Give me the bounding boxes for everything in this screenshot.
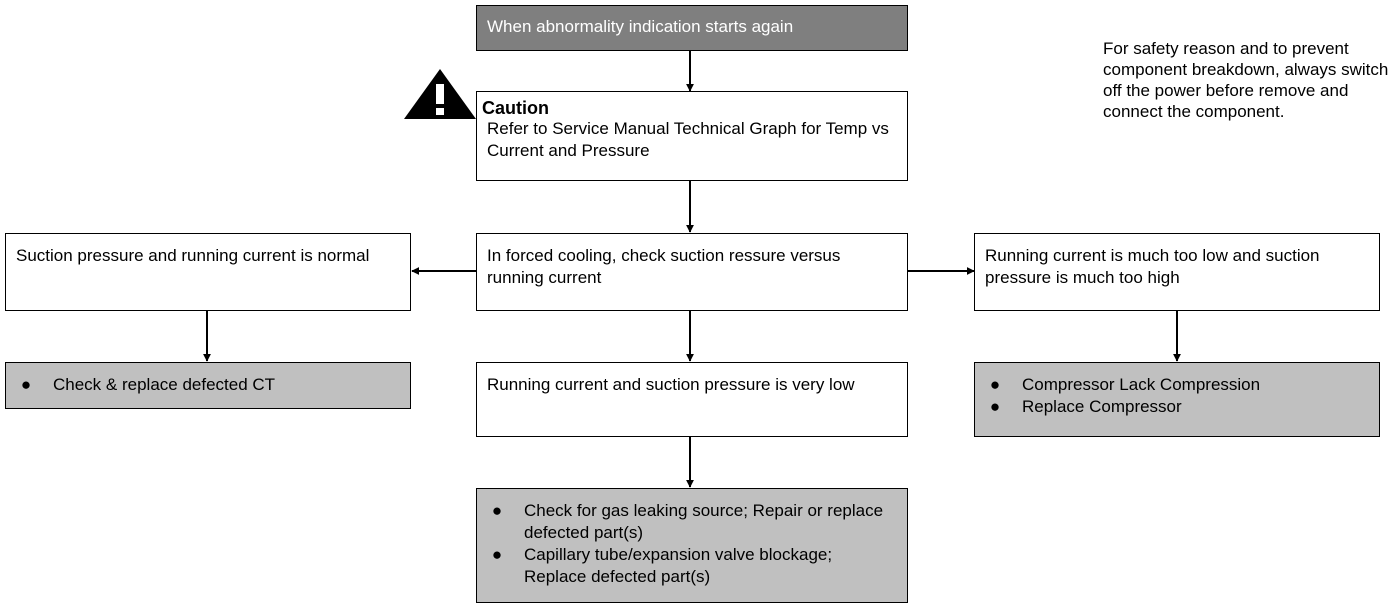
- high-pressure-node-text: Running current is much too low and suct…: [985, 246, 1320, 287]
- low-pressure-node-text: Running current and suction pressure is …: [487, 375, 855, 394]
- high-pressure-node: Running current is much too low and suct…: [974, 233, 1380, 311]
- refer-node-text: Refer to Service Manual Technical Graph …: [487, 119, 889, 160]
- bullet-icon: ●: [20, 375, 32, 394]
- list-item: ●Check & replace defected CT: [20, 375, 276, 394]
- list-item: ●Capillary tube/expansion valve blockage…: [491, 545, 833, 586]
- warning-triangle-icon: [404, 69, 476, 119]
- caution-label: Caution: [482, 98, 549, 118]
- start-node: When abnormality indication starts again: [476, 5, 908, 51]
- start-node-label: When abnormality indication starts again: [487, 17, 794, 36]
- check-node-text: In forced cooling, check suction ressure…: [487, 246, 841, 287]
- list-item: ●Compressor Lack Compression: [989, 375, 1261, 394]
- bullet-icon: ●: [989, 375, 1001, 394]
- bullet-icon: ●: [989, 397, 1001, 416]
- low-pressure-node: Running current and suction pressure is …: [476, 362, 908, 437]
- normal-node: Suction pressure and running current is …: [5, 233, 411, 311]
- result-ct-node: ●Check & replace defected CT: [5, 362, 411, 409]
- result-gas-node: ●Check for gas leaking source; Repair or…: [476, 488, 908, 603]
- check-node: In forced cooling, check suction ressure…: [476, 233, 908, 311]
- list-item: ●Replace Compressor: [989, 397, 1182, 416]
- normal-node-text: Suction pressure and running current is …: [16, 246, 370, 265]
- refer-node: Refer to Service Manual Technical Graph …: [476, 91, 908, 181]
- result-compressor-node: ●Compressor Lack Compression ●Replace Co…: [974, 362, 1380, 437]
- bullet-icon: ●: [491, 545, 503, 564]
- list-item: ●Check for gas leaking source; Repair or…: [491, 501, 884, 542]
- caution-note: For safety reason and to prevent compone…: [1103, 39, 1389, 121]
- bullet-icon: ●: [491, 501, 503, 520]
